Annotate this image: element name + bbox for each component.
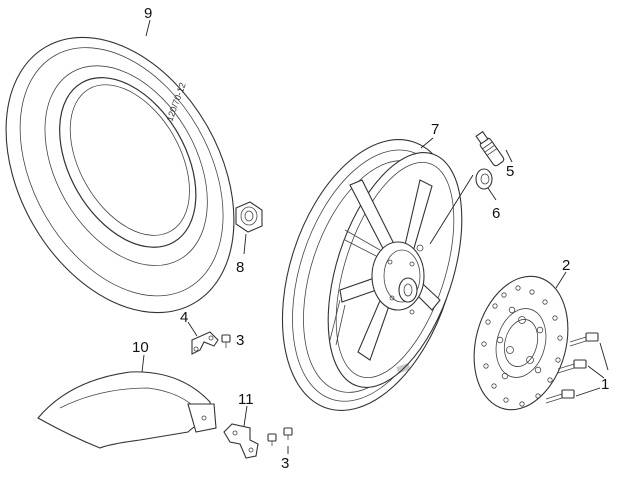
valve-nut <box>475 168 493 190</box>
wheel-rim: ▒▒▒ <box>281 139 463 411</box>
screw-lower <box>267 427 293 446</box>
axle-nut <box>235 201 263 233</box>
callout-valve-nut: 6 <box>492 205 500 222</box>
leader-brake-disc <box>555 271 567 289</box>
callout-small-bracket: 4 <box>180 309 188 326</box>
callout-brake-disc: 2 <box>562 257 570 274</box>
disc-bolt-3 <box>545 389 575 404</box>
leader-valve <box>505 149 513 163</box>
bracket-plate <box>223 423 259 459</box>
callout-valve: 5 <box>506 163 514 180</box>
rim-hub <box>371 241 425 315</box>
callout-screw-upper: 3 <box>236 332 244 349</box>
leader-bracket-plate <box>243 405 248 427</box>
small-bracket <box>191 331 219 355</box>
callout-bracket-plate: 11 <box>238 391 254 408</box>
brake-disc <box>473 275 569 411</box>
leader-valve-nut <box>487 187 497 201</box>
leader-small-bracket <box>187 321 198 337</box>
leader-valve-hole <box>429 174 474 245</box>
callout-mudguard: 10 <box>132 339 149 356</box>
callout-disc-bolts: 1 <box>601 376 609 393</box>
screw-upper <box>221 334 231 348</box>
rim-marking: ▒▒▒ <box>396 363 411 374</box>
leader-bolt-c <box>575 387 601 397</box>
callout-axle-nut: 8 <box>236 259 244 276</box>
tyre: 120/70-12 <box>5 36 235 314</box>
mudguard <box>37 371 217 449</box>
leader-mudguard <box>141 354 145 373</box>
disc-holes <box>481 285 563 407</box>
callout-wheel-rim: 7 <box>431 121 439 138</box>
disc-bolt-1 <box>569 332 599 347</box>
callout-screw-lower: 3 <box>281 455 289 472</box>
valve <box>475 130 505 167</box>
leader-bolt-a <box>599 342 609 371</box>
callout-tyre: 9 <box>144 5 152 22</box>
disc-bolt-2 <box>557 359 587 374</box>
leader-axle-nut <box>243 233 247 255</box>
disc-bolts <box>545 332 599 404</box>
leader-bolt-b <box>587 365 605 379</box>
leader-rim <box>420 137 434 149</box>
leader-tyre <box>145 19 151 37</box>
